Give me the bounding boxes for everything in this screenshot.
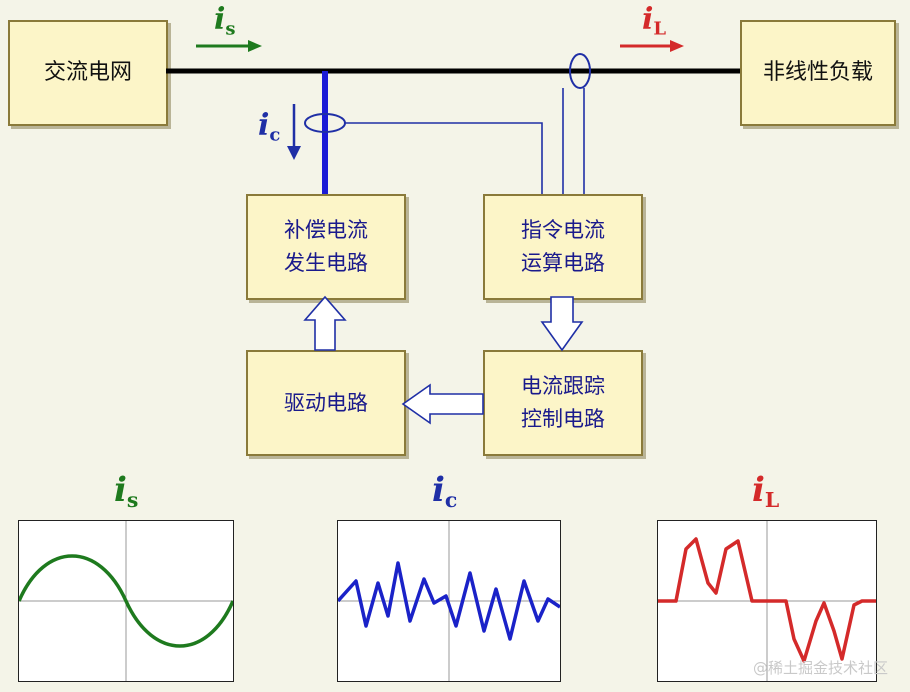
ic-arrowhead bbox=[287, 146, 301, 160]
tracking-label-line1: 电流跟踪 bbox=[521, 374, 605, 399]
ic-signal-wire bbox=[345, 122, 543, 194]
tracking-label-line2: 控制电路 bbox=[521, 407, 605, 431]
ic-ripple-trace bbox=[336, 561, 561, 641]
command-label-line2: 运算电路 bbox=[521, 251, 605, 275]
il-sensor-ring bbox=[569, 53, 591, 89]
drive-label: 驱动电路 bbox=[284, 390, 368, 415]
compensation-label-line2: 发生电路 bbox=[284, 251, 368, 275]
is-label-top: is bbox=[214, 2, 236, 40]
ic-label-branch: ic bbox=[258, 108, 281, 146]
drive-to-compensation-arrow bbox=[303, 295, 347, 351]
il-waveform bbox=[658, 521, 876, 681]
il-load-trace bbox=[658, 537, 876, 663]
nonlinear-load-label: 非线性负载 bbox=[762, 59, 873, 85]
tracking-control-block: 电流跟踪 控制电路 bbox=[483, 350, 643, 456]
command-label-line1: 指令电流 bbox=[521, 218, 605, 243]
ac-grid-block: 交流电网 bbox=[8, 20, 168, 126]
ic-waveform bbox=[336, 521, 561, 681]
is-sine-trace bbox=[17, 554, 235, 648]
il-label-top: iL bbox=[642, 2, 667, 40]
ac-grid-label: 交流电网 bbox=[43, 59, 132, 85]
is-waveform bbox=[17, 521, 235, 681]
compensation-current-block: 补偿电流 发生电路 bbox=[246, 194, 406, 300]
il-waveform-panel bbox=[657, 520, 877, 682]
is-waveform-panel bbox=[17, 520, 235, 682]
command-to-tracking-arrow bbox=[540, 296, 584, 352]
ic-scope-title: ic bbox=[432, 470, 458, 512]
is-scope-title: is bbox=[114, 470, 139, 512]
il-arrowhead bbox=[670, 40, 684, 52]
nonlinear-load-block: 非线性负载 bbox=[740, 20, 896, 126]
compensation-label-line1: 补偿电流 bbox=[284, 218, 368, 243]
tracking-to-drive-arrow bbox=[401, 383, 484, 425]
ic-waveform-panel bbox=[336, 520, 561, 682]
il-scope-title: iL bbox=[752, 470, 780, 512]
is-arrowhead bbox=[248, 40, 262, 52]
watermark: @稀土掘金技术社区 bbox=[752, 659, 888, 677]
